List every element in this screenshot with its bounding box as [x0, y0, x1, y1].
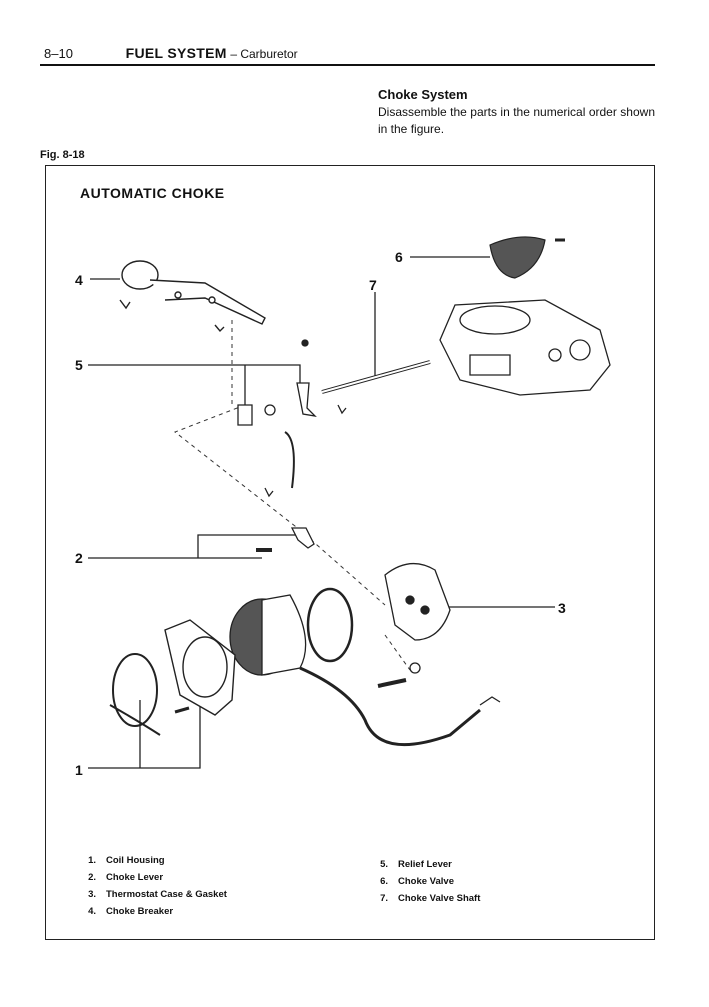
legend-item: 1. Coil Housing — [70, 855, 227, 872]
legend-item: 4. Choke Breaker — [70, 906, 227, 923]
callout-6: 6 — [395, 249, 403, 265]
callout-4: 4 — [75, 272, 83, 288]
legend-label: Choke Valve Shaft — [398, 893, 481, 904]
leader-1 — [88, 700, 201, 769]
choke-breaker-part — [119, 260, 266, 333]
legend-left: 1. Coil Housing 2. Choke Lever 3. Thermosta… — [70, 855, 227, 923]
mounting-plate-part — [164, 619, 236, 716]
leader-5 — [88, 364, 301, 405]
section-title: FUEL SYSTEM — [125, 45, 227, 61]
spring-ring-part — [109, 653, 161, 736]
legend-label: Choke Breaker — [106, 906, 174, 917]
thermostat-case-part — [384, 563, 451, 674]
callout-1: 1 — [75, 762, 83, 778]
callout-2: 2 — [75, 550, 83, 566]
choke-valve-part — [489, 236, 565, 279]
callout-3: 3 — [558, 600, 566, 616]
intro-text: Disassemble the parts in the numerical o… — [378, 105, 655, 136]
legend-item: 2. Choke Lever — [70, 872, 227, 889]
legend-num: 1. — [88, 855, 96, 866]
legend-num: 5. — [380, 859, 388, 870]
assembly-guide-lines — [173, 320, 411, 671]
legend-item: 7. Choke Valve Shaft — [362, 893, 480, 910]
leader-2 — [88, 534, 298, 559]
page-header: 8–10 FUEL SYSTEM – Carburetor — [44, 45, 298, 61]
legend-item: 3. Thermostat Case & Gasket — [70, 889, 227, 906]
figure-frame — [45, 165, 655, 940]
callout-7: 7 — [369, 277, 377, 293]
legend-num: 7. — [380, 893, 388, 904]
coil-housing-part — [229, 594, 501, 747]
relief-lever-part — [237, 339, 347, 498]
legend-label: Coil Housing — [106, 855, 165, 866]
legend-item: 6. Choke Valve — [362, 876, 480, 893]
intro-title: Choke System — [378, 87, 468, 102]
figure-label: Fig. 8-18 — [40, 149, 85, 161]
legend-item: 5. Relief Lever — [362, 859, 480, 876]
subsection-title: – Carburetor — [230, 47, 298, 61]
choke-valve-shaft-part — [321, 360, 431, 394]
legend-num: 2. — [88, 872, 96, 883]
legend-label: Choke Lever — [106, 872, 164, 883]
legend-label: Relief Lever — [398, 859, 452, 870]
legend-num: 6. — [380, 876, 388, 887]
legend-right: 5. Relief Lever 6. Choke Valve 7. Choke Val… — [362, 859, 480, 910]
callout-5: 5 — [75, 357, 83, 373]
page-number: 8–10 — [44, 46, 73, 61]
gasket-ring-part — [306, 587, 354, 663]
legend-label: Choke Valve — [398, 876, 454, 887]
header-rule — [40, 64, 655, 66]
carburetor-body-part — [439, 299, 611, 396]
choke-lever-part — [256, 527, 315, 552]
legend-num: 3. — [88, 889, 96, 900]
figure-title: AUTOMATIC CHOKE — [80, 185, 225, 201]
legend-label: Thermostat Case & Gasket — [106, 889, 227, 900]
legend-num: 4. — [88, 906, 96, 917]
